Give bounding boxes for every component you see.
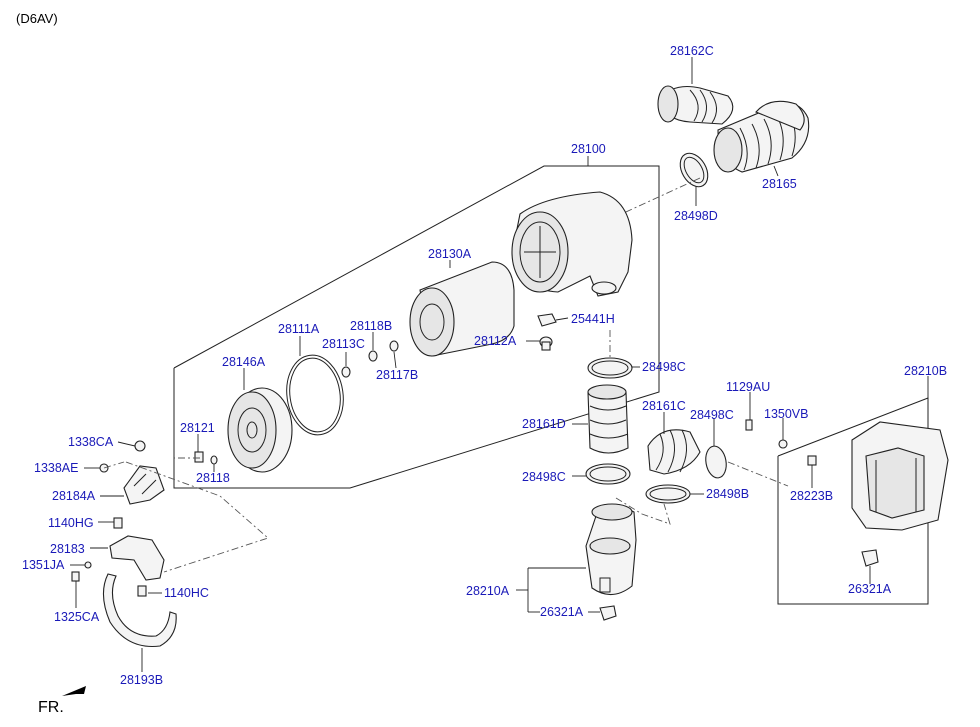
label-28121: 28121 [180, 421, 215, 435]
clamp-28498C-right [705, 445, 727, 479]
label-28146A: 28146A [222, 355, 266, 369]
label-28118B: 28118B [350, 319, 392, 333]
label-28223B: 28223B [790, 489, 833, 503]
air-cleaner-body [511, 191, 633, 297]
guide-line [103, 461, 269, 573]
washer-28118B [368, 350, 378, 362]
elbow-hose-28161C [647, 429, 701, 475]
label-28161D: 28161D [522, 417, 566, 431]
gasket-28111A [286, 354, 344, 436]
label-28130A: 28130A [428, 247, 472, 261]
label-28111A: 28111A [278, 322, 320, 336]
valve-28112A [539, 336, 553, 351]
hose-clamp-28498D [679, 152, 709, 188]
label-28498C-mid: 28498C [522, 470, 566, 484]
guide-line [615, 461, 789, 525]
washer-28118 [210, 455, 218, 465]
label-1140HG: 1140HG [48, 516, 94, 530]
label-1338AE: 1338AE [34, 461, 78, 475]
bolt-1129AU [745, 419, 753, 431]
strap-28193B [102, 573, 177, 648]
bracket-28184A [123, 465, 165, 505]
label-25441H: 25441H [571, 312, 615, 326]
label-28498C-top: 28498C [642, 360, 686, 374]
nut-28113C [341, 366, 351, 378]
label-28100: 28100 [571, 142, 606, 156]
label-28498B: 28498B [706, 487, 749, 501]
plug-26321A-right [861, 549, 879, 567]
bolt-28121 [194, 451, 204, 463]
label-28118: 28118 [196, 471, 230, 485]
label-1140HC: 1140HC [164, 586, 209, 600]
guide-line [603, 177, 701, 223]
label-28117B: 28117B [376, 368, 418, 382]
label-28184A: 28184A [52, 489, 96, 503]
filter-element-28130A [409, 261, 515, 357]
label-1351JA: 1351JA [22, 558, 65, 572]
label-26321A-mid: 26321A [540, 605, 584, 619]
label-26321A-right: 26321A [848, 582, 892, 596]
clamp-28498C-mid [585, 463, 631, 485]
label-28498D: 28498D [674, 209, 718, 223]
housing-28210A [585, 503, 637, 596]
label-28162C: 28162C [670, 44, 714, 58]
label-1325CA: 1325CA [54, 610, 100, 624]
bolt-1325CA [71, 571, 80, 582]
clamp-28498C-top [587, 357, 633, 379]
label-28193B: 28193B [120, 673, 163, 687]
nut-1338CA [134, 440, 146, 452]
bolt-1140HG [113, 517, 123, 529]
air-cleaner-assembly-outline [173, 165, 660, 489]
clamp-28498B [645, 484, 691, 504]
label-28161C: 28161C [642, 399, 686, 413]
label-1129AU: 1129AU [726, 380, 770, 394]
intake-hose-elbow-28162C [657, 85, 734, 125]
label-1338CA: 1338CA [68, 435, 114, 449]
front-direction-indicator: FR. [38, 686, 86, 716]
washer-1351JA [84, 561, 92, 569]
intake-hose-bellows-28165 [713, 100, 810, 173]
label-28498C-right: 28498C [690, 408, 734, 422]
label-28165: 28165 [762, 177, 797, 191]
washer-1350VB [778, 439, 788, 449]
label-1350VB: 1350VB [764, 407, 808, 421]
housing-28210B [851, 421, 949, 531]
nut-28223B [807, 455, 817, 466]
bolt-1140HC [137, 585, 147, 597]
cover-28146A [227, 387, 293, 473]
plug-26321A-mid [599, 605, 617, 621]
variant-code: (D6AV) [16, 11, 58, 26]
leader-lines [70, 57, 929, 672]
fastener-25441H [537, 313, 557, 327]
washer-28117B [389, 340, 399, 352]
label-28210B: 28210B [904, 364, 947, 378]
label-28113C: 28113C [322, 337, 365, 351]
front-label: FR. [38, 699, 64, 716]
label-28183: 28183 [50, 542, 85, 556]
housing-28210B-outline [777, 397, 929, 605]
label-28112A: 28112A [474, 334, 517, 348]
hose-28161D [587, 384, 629, 454]
bracket-28183 [109, 535, 165, 581]
label-28210A: 28210A [466, 584, 510, 598]
